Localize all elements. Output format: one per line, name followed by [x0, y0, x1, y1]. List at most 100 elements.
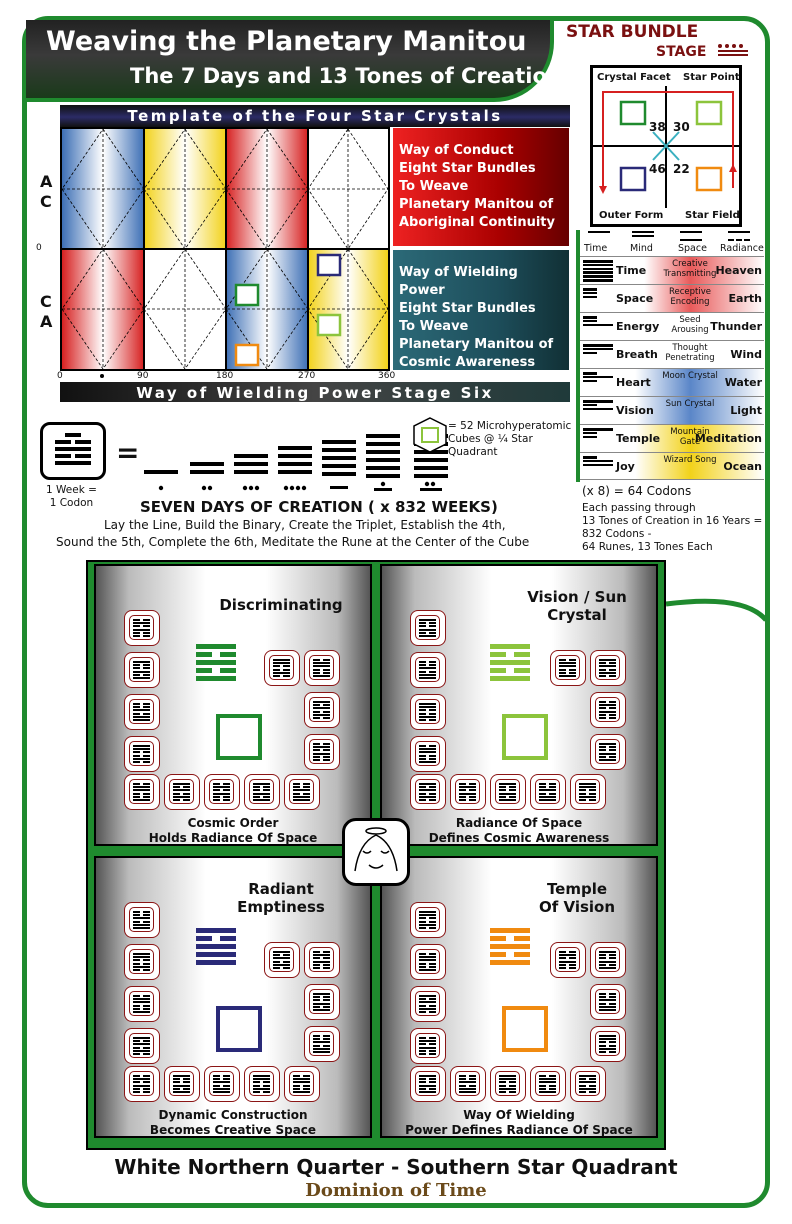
- page-frame: [22, 16, 770, 1208]
- hexagram-tile-icon: [304, 942, 340, 978]
- page-title: Weaving the Planetary Manitou: [46, 26, 527, 57]
- hexagram-tile-icon: [164, 774, 200, 810]
- way-heading: Way of Conduct: [399, 143, 514, 158]
- navy-rune-icon: [216, 1006, 262, 1052]
- hexagram-tile-icon: [124, 944, 160, 980]
- hexagram-tile-icon: [590, 692, 626, 728]
- row-label: Space: [616, 292, 654, 305]
- hexagram-tile-icon: [244, 774, 280, 810]
- bundle-number: 46: [649, 162, 666, 176]
- hexagram-tile-icon: [590, 984, 626, 1020]
- way-line: To Weave: [399, 179, 469, 194]
- row-right: Meditation: [694, 432, 762, 445]
- hexagram-tile-icon: [124, 1066, 160, 1102]
- way-line: Eight Star Bundles: [399, 161, 536, 176]
- hexagram-tile-icon: [244, 1066, 280, 1102]
- corner-label: Star Field: [685, 210, 740, 221]
- note-line: Each passing through: [582, 502, 696, 514]
- codon-note: Each passing through 13 Tones of Creatio…: [582, 502, 762, 554]
- column-header: Radiance: [720, 243, 764, 254]
- hexagram-tile-icon: [124, 736, 160, 772]
- hexagram-tile-icon: [410, 610, 446, 646]
- green-curve: [665, 598, 768, 622]
- week-line: 1 Week =: [46, 484, 97, 496]
- trigram-icon: [583, 344, 613, 355]
- row-mid: Receptive Encoding: [668, 287, 711, 307]
- cube-icon: [413, 417, 447, 453]
- face-svg: [354, 827, 398, 872]
- tick-label: 180: [216, 371, 234, 381]
- corner-label: Outer Form: [599, 210, 664, 221]
- note-line: 832 Codons -: [582, 528, 652, 540]
- mini-rune-navy: [316, 253, 342, 277]
- axis-letter: A: [40, 172, 53, 191]
- hexagram-tile-icon: [550, 942, 586, 978]
- trigram-icon: [583, 456, 613, 467]
- row-mid: Moon Crystal: [662, 371, 718, 381]
- hexagram-tile-icon: [264, 650, 300, 686]
- quadrant-title: Discriminating: [206, 596, 356, 614]
- row-label: Temple: [616, 432, 661, 445]
- bundle-number: 38: [649, 120, 666, 134]
- footer-title: White Northern Quarter - Southern Star Q…: [114, 1155, 678, 1179]
- hexagram-tile-icon: [124, 610, 160, 646]
- hexagram-tile-icon: [204, 774, 240, 810]
- quadrant-caption: Way Of Wielding Power Defines Radiance O…: [382, 1108, 656, 1138]
- footer-subtitle: Dominion of Time: [305, 1180, 487, 1201]
- way-of-wielding-box: Way of Wielding Power Eight Star Bundles…: [393, 250, 569, 370]
- star-bundle-box: Crystal Facet Star Point Outer Form Star…: [590, 65, 742, 227]
- hexagram-tile-icon: [124, 902, 160, 938]
- lime-hexagram-icon: [490, 644, 530, 684]
- title-line: Of Vision: [538, 898, 616, 916]
- hexagram-tile-icon: [124, 1028, 160, 1064]
- hexagram-tile-icon: [284, 1066, 320, 1102]
- star-bundle-stage: STAGE: [656, 44, 707, 60]
- seven-days-svg: [144, 434, 448, 491]
- note-line: 13 Tones of Creation in 16 Years =: [582, 515, 763, 527]
- tick-label: 360: [378, 371, 396, 381]
- rune-orange-icon: [695, 166, 723, 192]
- line-icon: [680, 231, 702, 241]
- page-subtitle: The 7 Days and 13 Tones of Creation: [130, 64, 562, 88]
- title-line: Vision / Sun: [527, 588, 627, 606]
- corner-label: Star Point: [683, 72, 740, 83]
- hexagram-tile-icon: [410, 902, 446, 938]
- green-rune-icon: [216, 714, 262, 760]
- codon-count: (x 8) = 64 Codons: [582, 484, 692, 498]
- star-crystal-grid: [60, 127, 390, 371]
- axis-letter: A: [40, 312, 53, 331]
- row-label: Energy: [616, 320, 660, 333]
- tick-label: 0: [57, 371, 63, 381]
- hexagram-tile-icon: [304, 734, 340, 770]
- trigram-icon: [583, 400, 613, 411]
- quadrant-title: Temple Of Vision: [512, 880, 642, 916]
- hexagram-tile-icon: [304, 1026, 340, 1062]
- tick-label: 90: [137, 371, 149, 381]
- equals-sign: =: [116, 436, 140, 469]
- line-icon: [728, 231, 750, 241]
- mini-rune-orange: [234, 343, 260, 367]
- hexagram-tile-icon: [450, 774, 486, 810]
- header-banner: Weaving the Planetary Manitou The 7 Days…: [26, 20, 562, 102]
- trigram-icon: [583, 372, 613, 383]
- bundle-number: 30: [673, 120, 690, 134]
- way-line: Cosmic Awareness: [399, 355, 536, 370]
- wielding-stage-bar: Way of Wielding Power Stage Six: [60, 382, 570, 402]
- tick-dot-icon: [100, 374, 104, 378]
- rune-navy-icon: [619, 166, 647, 192]
- hexagram-tile-icon: [450, 1066, 486, 1102]
- title-line: Emptiness: [237, 898, 325, 916]
- hexagram-tile-icon: [304, 984, 340, 1020]
- hexagram-tile-icon: [284, 774, 320, 810]
- cube-note-line: Cubes @ ¼ Star: [448, 433, 533, 445]
- star-bundle-svg: [593, 86, 739, 208]
- week-line: 1 Codon: [49, 497, 94, 509]
- caption-line: Dynamic Construction: [158, 1108, 308, 1122]
- grid-svg: [62, 129, 388, 369]
- hexagram-tile-icon: [590, 734, 626, 770]
- hexagram-tile-icon: [550, 650, 586, 686]
- caption-line: Way Of Wielding: [463, 1108, 575, 1122]
